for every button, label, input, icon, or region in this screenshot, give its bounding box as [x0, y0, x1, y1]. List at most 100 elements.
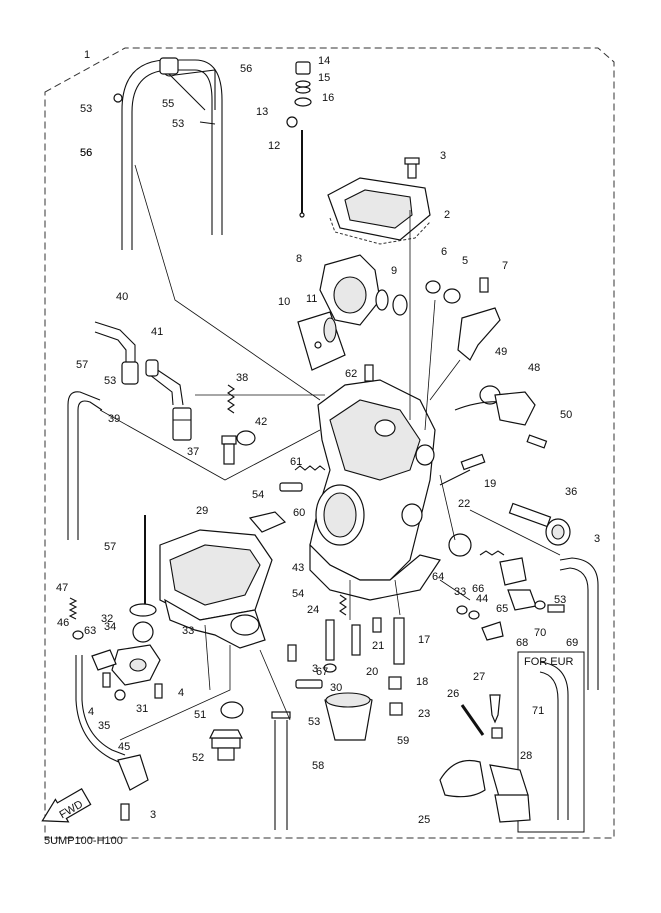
- callout-3: 3: [312, 663, 318, 675]
- callout-33: 33: [454, 586, 466, 598]
- callout-18: 18: [416, 676, 428, 688]
- jet-37: [221, 435, 237, 465]
- callout-12: 12: [268, 140, 280, 152]
- screw-50: [526, 434, 548, 449]
- spring-38: [227, 384, 235, 414]
- callout-68: 68: [516, 637, 528, 649]
- callout-55: 55: [162, 98, 174, 110]
- screw-3-bottom: [120, 803, 130, 821]
- part-65: [499, 557, 527, 586]
- callout-3: 3: [150, 809, 156, 821]
- part-42: [236, 430, 256, 446]
- callout-6: 6: [441, 246, 447, 258]
- callout-10: 10: [278, 296, 290, 308]
- callout-47: 47: [56, 582, 68, 594]
- screw-19: [460, 453, 486, 471]
- part-44a: [456, 605, 468, 615]
- callout-34: 34: [104, 621, 116, 633]
- callout-3: 3: [594, 533, 600, 545]
- screw-30: [295, 679, 323, 689]
- screw-3-top: [404, 157, 420, 179]
- diagram-code: 5UMP100-H100: [44, 835, 123, 847]
- callout-56: 56: [80, 147, 92, 159]
- part-70: [534, 600, 546, 610]
- hose-57-right: [559, 557, 599, 690]
- needle-jet-67: [325, 619, 335, 661]
- connection-lines: [99, 164, 561, 741]
- hose-58: [274, 720, 288, 830]
- top-cover: [327, 177, 431, 245]
- callout-27: 27: [473, 671, 485, 683]
- callout-67: 67: [316, 666, 328, 678]
- callout-53: 53: [104, 375, 116, 387]
- spring-61: [294, 465, 326, 471]
- callout-53: 53: [80, 103, 92, 115]
- callout-42: 42: [255, 416, 267, 428]
- callout-2: 2: [444, 209, 450, 221]
- part-63: [91, 649, 117, 671]
- bracket-54: [248, 511, 287, 533]
- callout-58: 58: [312, 760, 324, 772]
- callout-24: 24: [307, 604, 319, 616]
- callout-59: 59: [397, 735, 409, 747]
- callout-17: 17: [418, 634, 430, 646]
- callout-4: 4: [178, 687, 184, 699]
- callout-64: 64: [432, 571, 444, 583]
- callout-11: 11: [306, 293, 317, 305]
- oring-51: [220, 701, 244, 719]
- needle-27: [489, 694, 501, 724]
- rod-22: [439, 469, 471, 486]
- plug-52: [209, 729, 243, 761]
- callout-46: 46: [57, 617, 69, 629]
- callout-62: 62: [345, 368, 357, 380]
- callout-43: 43: [292, 562, 304, 574]
- jet-62: [364, 364, 374, 382]
- callout-20: 20: [366, 666, 378, 678]
- callout-49: 49: [495, 346, 507, 358]
- clamp-53: [271, 711, 291, 719]
- bracket: [457, 307, 501, 361]
- callout-23: 23: [418, 708, 430, 720]
- callout-65: 65: [496, 603, 508, 615]
- part-28: [491, 727, 503, 739]
- callout-53: 53: [554, 594, 566, 606]
- part-11: [323, 317, 337, 343]
- callout-53: 53: [172, 118, 184, 130]
- part-34: [132, 621, 154, 643]
- carburetor-body: [309, 379, 441, 601]
- callout-37: 37: [187, 446, 199, 458]
- callout-19: 19: [484, 478, 496, 490]
- callout-7: 7: [502, 260, 508, 272]
- screw-3-mid: [287, 644, 297, 662]
- part-9: [392, 294, 408, 316]
- breather-hose-assembly: [113, 57, 223, 250]
- rod-26: [460, 704, 485, 736]
- callout-54: 54: [292, 588, 304, 600]
- callout-45: 45: [118, 741, 130, 753]
- callout-56: 56: [80, 147, 92, 159]
- callout-21: 21: [372, 640, 384, 652]
- cable-45: [75, 655, 149, 791]
- for-eur-box: [517, 651, 585, 833]
- callout-31: 31: [136, 703, 148, 715]
- jet-21: [372, 617, 382, 633]
- fitting-40: [94, 321, 139, 385]
- callout-63: 63: [84, 625, 96, 637]
- callout-13: 13: [256, 106, 268, 118]
- part-23: [389, 702, 403, 716]
- callout-30: 30: [330, 682, 342, 694]
- callout-14: 14: [318, 55, 330, 67]
- callout-25: 25: [418, 814, 430, 826]
- callout-51: 51: [194, 709, 206, 721]
- callout-38: 38: [236, 372, 248, 384]
- callout-54: 54: [252, 489, 264, 501]
- float-bowl-29: [159, 529, 273, 649]
- needle-12: [299, 130, 305, 218]
- callout-29: 29: [196, 505, 208, 517]
- callout-50: 50: [560, 409, 572, 421]
- jet-20: [351, 624, 361, 656]
- hose-71: [539, 661, 569, 820]
- callout-52: 52: [192, 752, 204, 764]
- part-39: [172, 407, 192, 441]
